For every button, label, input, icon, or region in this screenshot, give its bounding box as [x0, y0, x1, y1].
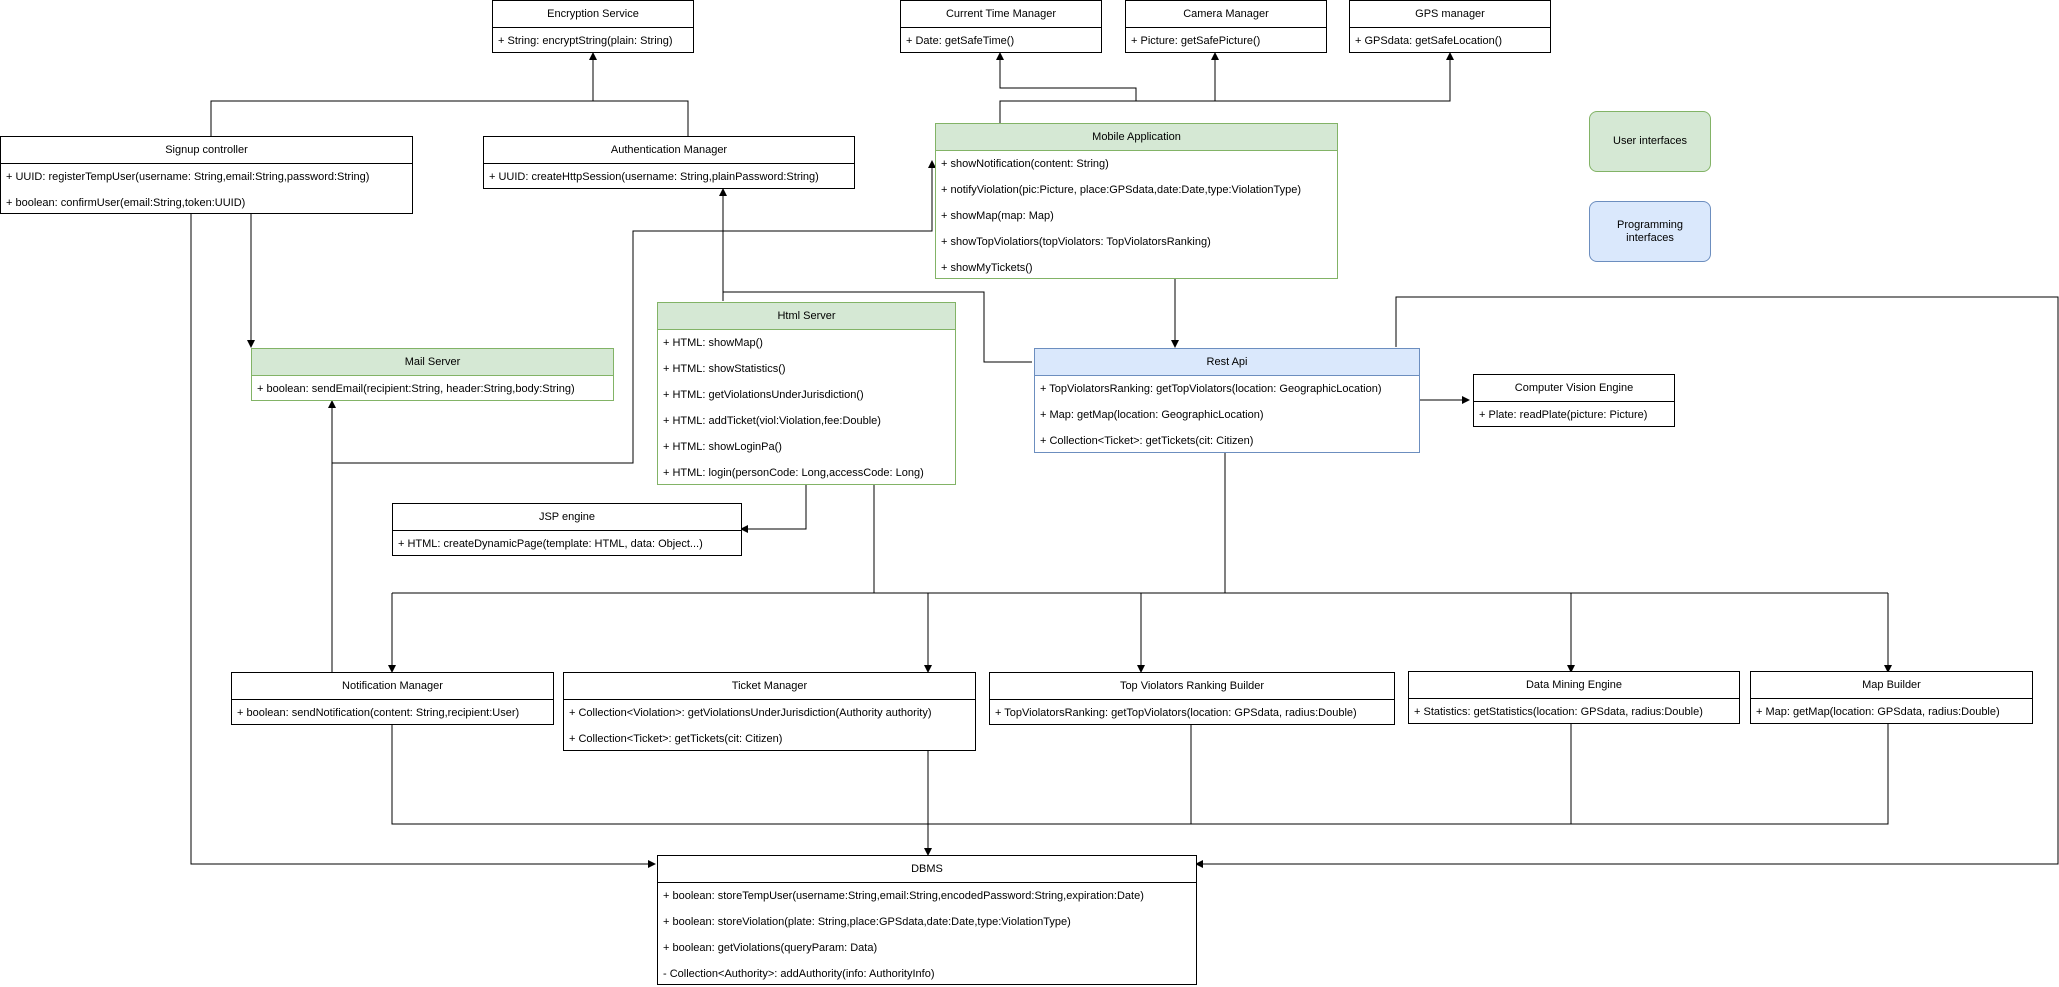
- class-title: Mail Server: [252, 349, 613, 376]
- class-operation: + Collection<Violation>: getViolationsUn…: [569, 707, 932, 719]
- class-title: Top Violators Ranking Builder: [990, 673, 1394, 700]
- edge-notif-bottom: [391, 724, 1889, 825]
- class-mobile-application[interactable]: Mobile Application + showNotification(co…: [935, 123, 1338, 279]
- class-html-server[interactable]: Html Server + HTML: showMap() + HTML: sh…: [657, 302, 956, 485]
- edge-html-rest: [723, 291, 1032, 363]
- edge-auth-encryption: [593, 100, 689, 136]
- class-mail-server[interactable]: Mail Server + boolean: sendEmail(recipie…: [251, 348, 614, 401]
- class-operation: + HTML: showStatistics(): [663, 363, 786, 375]
- class-notification-manager[interactable]: Notification Manager + boolean: sendNoti…: [231, 672, 554, 725]
- class-operation: + Date: getSafeTime(): [906, 35, 1015, 47]
- class-title: Notification Manager: [232, 673, 553, 700]
- class-title: JSP engine: [393, 504, 741, 531]
- class-operation: + HTML: showMap(): [663, 337, 763, 349]
- class-operation: + HTML: createDynamicPage(template: HTML…: [398, 538, 703, 550]
- class-operation: + TopViolatorsRanking: getTopViolators(l…: [1040, 383, 1382, 395]
- class-operation: + HTML: login(personCode: Long,accessCod…: [663, 467, 924, 479]
- class-encryption-service[interactable]: Encryption Service + String: encryptStri…: [492, 0, 694, 53]
- legend-programming-interfaces: Programming interfaces: [1589, 201, 1711, 262]
- edge-signup-encryption: [210, 52, 597, 136]
- edge-mobile-camera: [1136, 52, 1454, 102]
- edge-mobile-time: [996, 52, 1137, 123]
- edge-html-jsp: [740, 485, 807, 533]
- class-operation: + GPSdata: getSafeLocation(): [1355, 35, 1503, 47]
- class-map-builder[interactable]: Map Builder + Map: getMap(location: GPSd…: [1750, 671, 2033, 724]
- class-operation: + boolean: storeViolation(plate: String,…: [663, 916, 1071, 928]
- class-dbms[interactable]: DBMS + boolean: storeTempUser(username:S…: [657, 855, 1197, 985]
- class-computer-vision-engine[interactable]: Computer Vision Engine + Plate: readPlat…: [1473, 374, 1675, 427]
- class-operation: + boolean: sendNotification(content: Str…: [237, 707, 520, 719]
- class-operation: + notifyViolation(pic:Picture, place:GPS…: [941, 184, 1302, 196]
- class-operation: + showMap(map: Map): [941, 210, 1054, 222]
- class-title: Ticket Manager: [564, 673, 975, 700]
- legend-user-interfaces: User interfaces: [1589, 111, 1711, 172]
- class-ticket-manager[interactable]: Ticket Manager + Collection<Violation>: …: [563, 672, 976, 751]
- class-rest-api[interactable]: Rest Api + TopViolatorsRanking: getTopVi…: [1034, 348, 1420, 453]
- class-title: Computer Vision Engine: [1474, 375, 1674, 402]
- class-top-violators-ranking-builder[interactable]: Top Violators Ranking Builder + TopViola…: [989, 672, 1395, 725]
- class-operation: + showNotification(content: String): [941, 158, 1109, 170]
- class-operation: + showTopViolatiors(topViolators: TopVio…: [941, 236, 1211, 248]
- class-operation: - Collection<Authority>: addAuthority(in…: [663, 968, 935, 980]
- class-signup-controller[interactable]: Signup controller + UUID: registerTempUs…: [0, 136, 413, 214]
- class-authentication-manager[interactable]: Authentication Manager + UUID: createHtt…: [483, 136, 855, 189]
- class-operation: + boolean: getViolations(queryParam: Dat…: [663, 942, 878, 954]
- class-operation: + UUID: createHttpSession(username: Stri…: [489, 171, 819, 183]
- class-title: DBMS: [658, 856, 1196, 883]
- class-operation: + boolean: confirmUser(email:String,toke…: [6, 197, 246, 209]
- class-operation: + HTML: getViolationsUnderJurisdiction(): [663, 389, 864, 401]
- class-title: Authentication Manager: [484, 137, 854, 164]
- class-title: Html Server: [658, 303, 955, 330]
- class-jsp-engine[interactable]: JSP engine + HTML: createDynamicPage(tem…: [392, 503, 742, 556]
- edge-notif-mobile: [332, 160, 936, 464]
- class-title: Map Builder: [1751, 672, 2032, 699]
- class-operation: + Map: getMap(location: GeographicLocati…: [1040, 409, 1264, 421]
- class-operation: + Collection<Ticket>: getTickets(cit: Ci…: [569, 733, 783, 745]
- class-camera-manager[interactable]: Camera Manager + Picture: getSafePicture…: [1125, 0, 1327, 53]
- class-operation: + String: encryptString(plain: String): [498, 35, 673, 47]
- class-title: Camera Manager: [1126, 1, 1326, 28]
- class-current-time-manager[interactable]: Current Time Manager + Date: getSafeTime…: [900, 0, 1102, 53]
- class-operation: + Statistics: getStatistics(location: GP…: [1414, 706, 1703, 718]
- class-title: Signup controller: [1, 137, 412, 164]
- class-operation: + Collection<Ticket>: getTickets(cit: Ci…: [1040, 435, 1254, 447]
- class-title: Mobile Application: [936, 124, 1337, 151]
- class-operation: + boolean: storeTempUser(username:String…: [663, 890, 1144, 902]
- edge-rest-dbms: [1195, 296, 2059, 868]
- class-operation: + Picture: getSafePicture(): [1131, 35, 1261, 47]
- class-gps-manager[interactable]: GPS manager + GPSdata: getSafeLocation(): [1349, 0, 1551, 53]
- class-title: Rest Api: [1035, 349, 1419, 376]
- class-title: GPS manager: [1350, 1, 1550, 28]
- class-operation: + Map: getMap(location: GPSdata, radius:…: [1756, 706, 2000, 718]
- class-operation: + boolean: sendEmail(recipient:String, h…: [257, 383, 575, 395]
- class-operation: + TopViolatorsRanking: getTopViolators(l…: [995, 707, 1357, 719]
- class-operation: + HTML: showLoginPa(): [663, 441, 782, 453]
- class-title: Data Mining Engine: [1409, 672, 1739, 699]
- class-title: Encryption Service: [493, 1, 693, 28]
- class-operation: + showMyTickets(): [941, 262, 1033, 274]
- class-operation: + HTML: addTicket(viol:Violation,fee:Dou…: [663, 415, 881, 427]
- edge-signup-dbms: [190, 214, 656, 868]
- class-operation: + Plate: readPlate(picture: Picture): [1479, 409, 1648, 421]
- class-operation: + UUID: registerTempUser(username: Strin…: [6, 171, 370, 183]
- class-title: Current Time Manager: [901, 1, 1101, 28]
- class-data-mining-engine[interactable]: Data Mining Engine + Statistics: getStat…: [1408, 671, 1740, 724]
